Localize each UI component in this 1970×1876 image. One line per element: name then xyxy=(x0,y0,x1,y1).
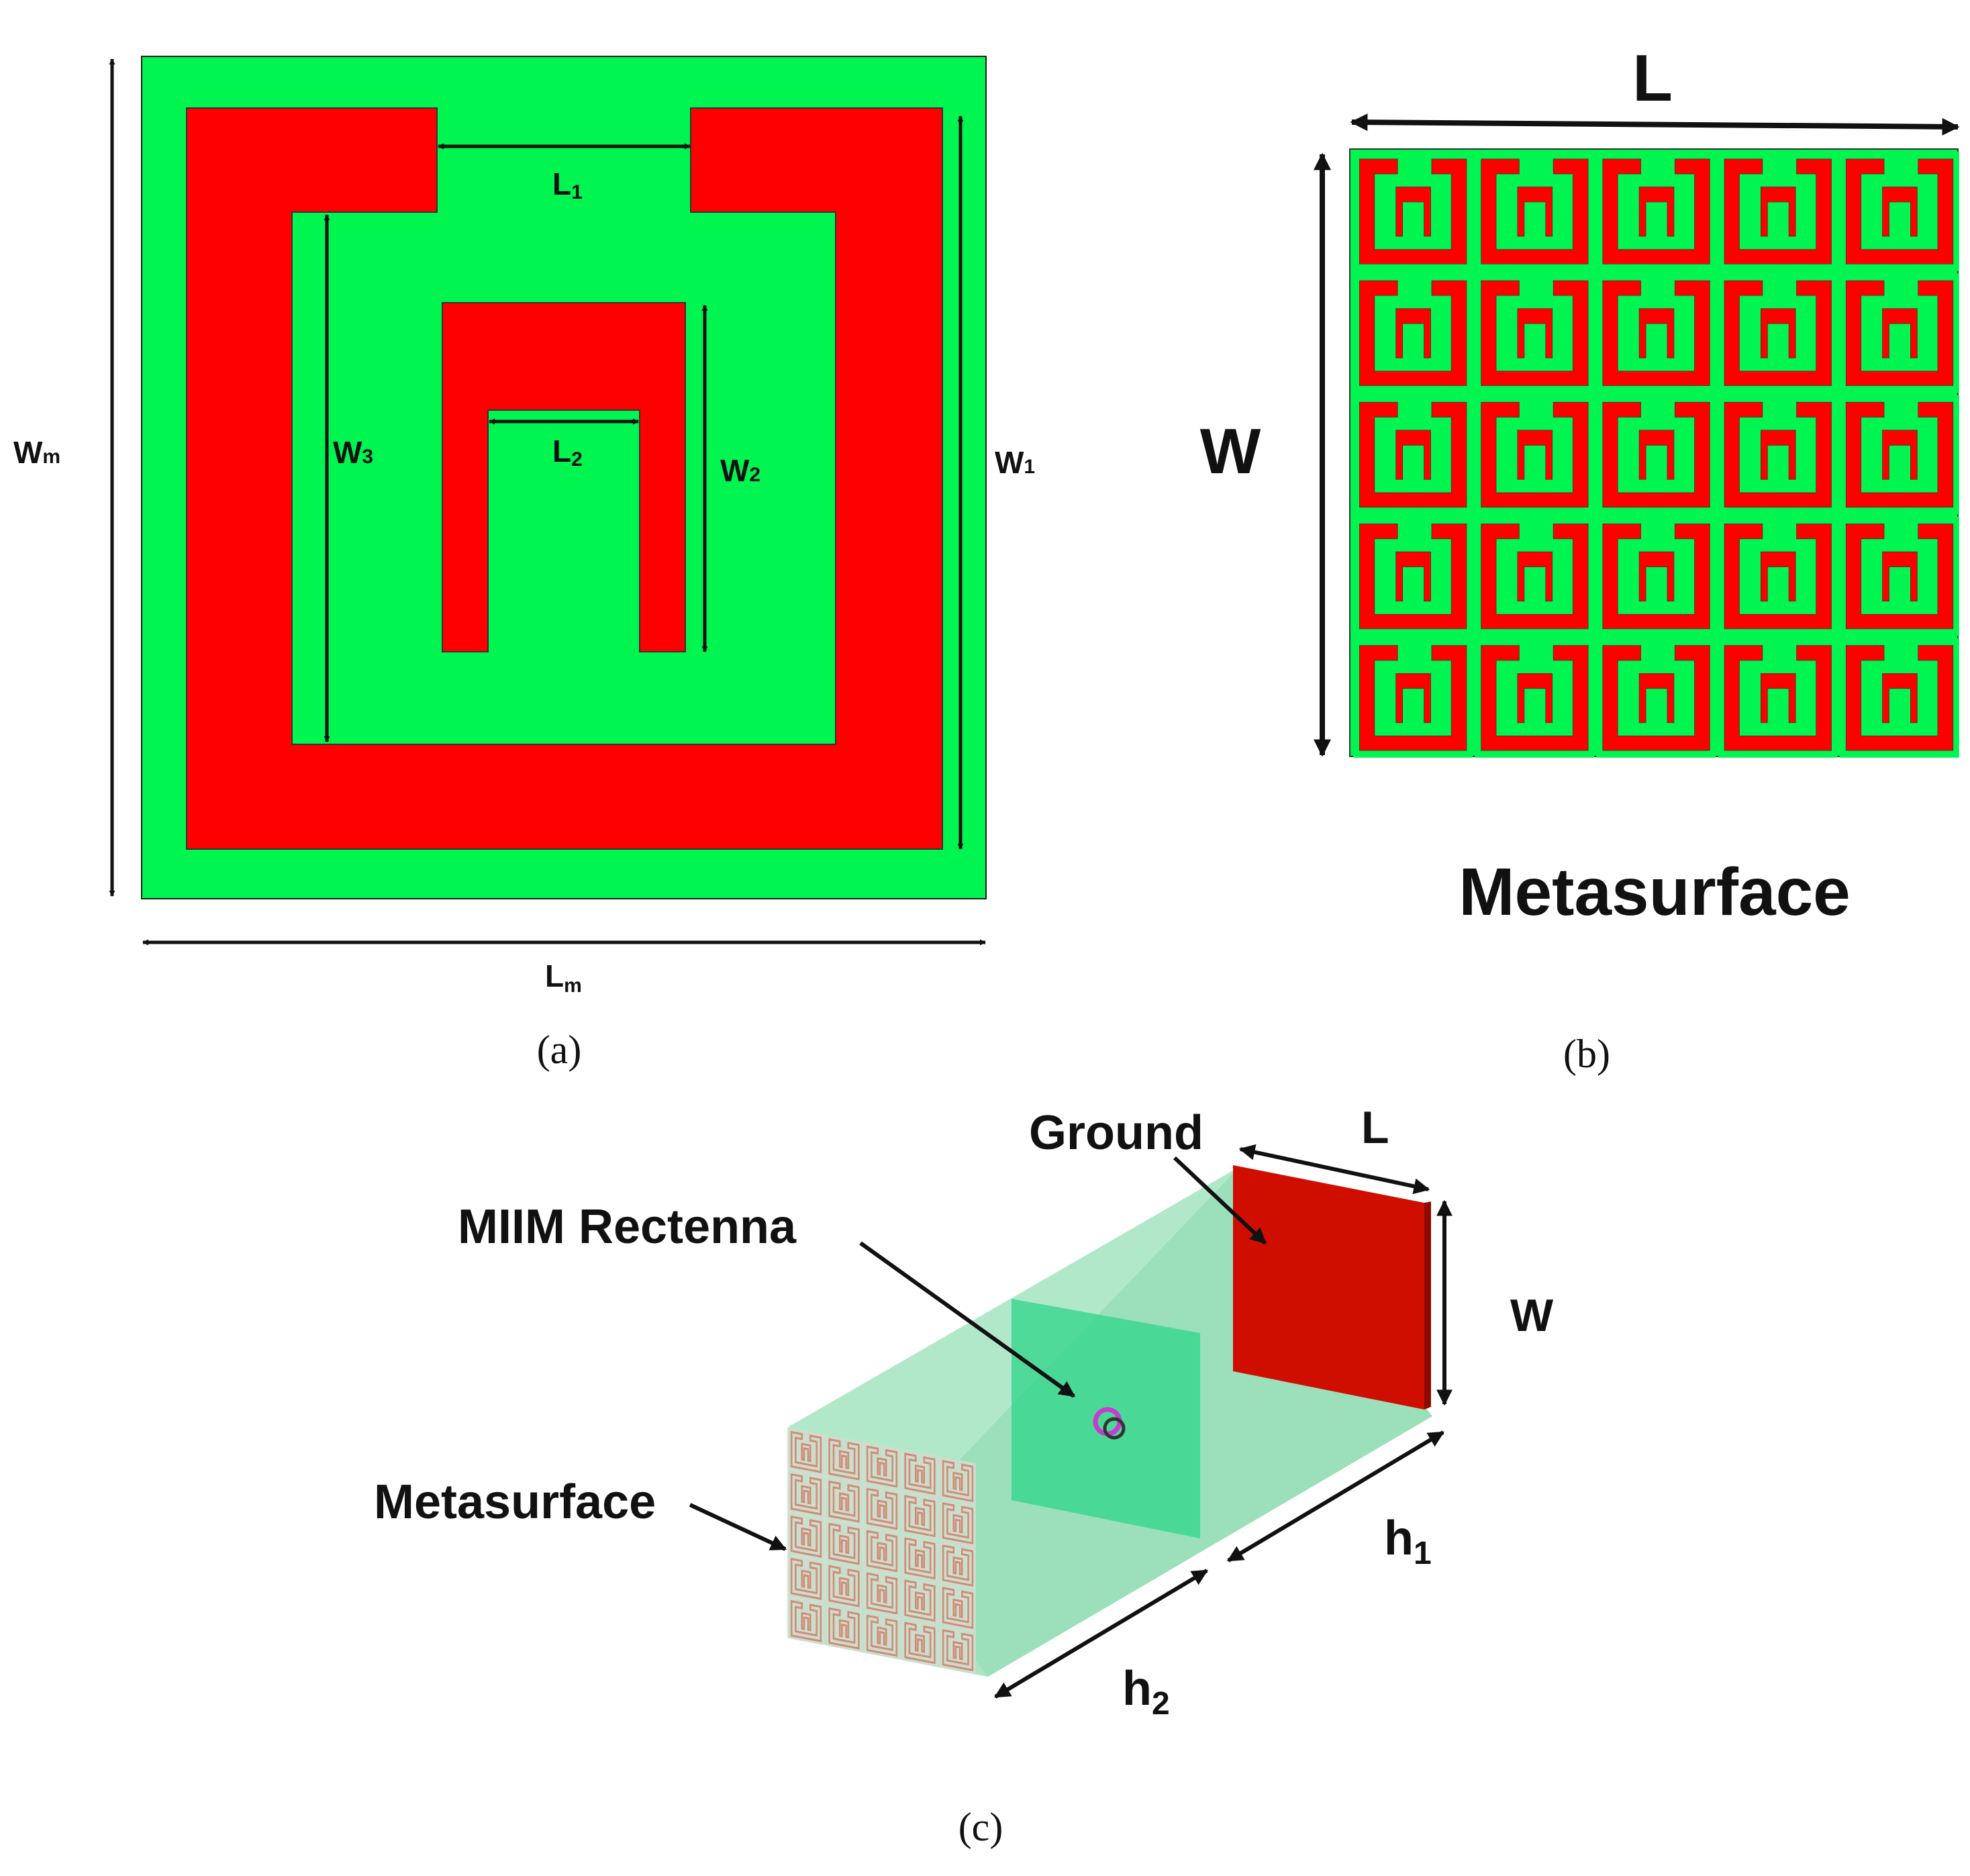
label-metasurface: Metasurface xyxy=(374,1475,656,1529)
metasurface-face-cell xyxy=(939,1583,977,1633)
metasurface-face-cell xyxy=(901,1533,939,1583)
metasurface-face-cell xyxy=(939,1498,977,1548)
metasurface-face-cell xyxy=(939,1540,977,1591)
caption-c: (c) xyxy=(958,1805,1003,1849)
panel-c: Ground MIIM Rectenna Metasurface L W h1 … xyxy=(374,1102,1554,1849)
unit-cell xyxy=(1718,516,1838,636)
pointer-metasurface xyxy=(689,1503,787,1551)
dim-arrow-h1 xyxy=(1226,1430,1445,1563)
rectenna-plane xyxy=(1012,1299,1200,1538)
dim-arrow-h2 xyxy=(993,1569,1209,1699)
label-wm: Wm xyxy=(13,435,60,470)
caption-b: (b) xyxy=(1563,1032,1610,1076)
unit-cell xyxy=(1474,395,1595,515)
metasurface-face-cell xyxy=(863,1611,901,1661)
pointer-rectenna xyxy=(859,1241,1075,1398)
outer-split-ring xyxy=(186,107,943,850)
label-h2: h2 xyxy=(1122,1662,1170,1722)
unit-cell xyxy=(1352,516,1473,636)
label-ground-w: W xyxy=(1510,1290,1554,1341)
dim-arrow-ground-l xyxy=(1238,1144,1430,1195)
unit-cell xyxy=(1352,151,1473,272)
unit-cell xyxy=(1718,151,1838,272)
label-miim-rectenna: MIIM Rectenna xyxy=(458,1200,797,1254)
pointer-ground xyxy=(1173,1156,1267,1245)
label-array-l: L xyxy=(1632,41,1673,115)
unit-cell xyxy=(1352,273,1473,393)
unit-cell xyxy=(1718,638,1838,758)
unit-cell xyxy=(1596,273,1716,393)
metasurface-face-cell xyxy=(787,1596,825,1646)
inner-u-ring xyxy=(442,302,686,652)
metasurface-face-cell xyxy=(863,1442,901,1491)
metasurface-cell-grid xyxy=(1352,151,1960,758)
label-lm: Lm xyxy=(545,958,582,997)
unit-cell xyxy=(1718,273,1838,393)
panel-b: L W Metasurface (b) xyxy=(1200,41,1960,1076)
dim-arrow-array-l xyxy=(1350,113,1960,136)
unit-cell xyxy=(1596,395,1716,515)
label-w1: W1 xyxy=(995,445,1035,480)
unit-cell xyxy=(1352,395,1473,515)
metasurface-face-cell xyxy=(825,1603,863,1654)
unit-cell xyxy=(1839,516,1960,636)
unit-cell xyxy=(1839,151,1960,272)
metasurface-face-cell xyxy=(863,1526,901,1576)
label-w3: W3 xyxy=(333,435,373,470)
metasurface-face-cell xyxy=(825,1519,863,1569)
unit-cell xyxy=(1596,638,1716,758)
metasurface-face-cell xyxy=(825,1561,863,1612)
metasurface-face-cell xyxy=(787,1554,825,1604)
unit-cell xyxy=(1352,638,1473,758)
label-ground-l: L xyxy=(1361,1102,1389,1153)
ground-plane-edge xyxy=(1424,1201,1431,1410)
metasurface-face-cell xyxy=(825,1434,863,1485)
metasurface-face-cell xyxy=(787,1512,825,1562)
label-l1: L1 xyxy=(552,166,583,203)
unit-cell xyxy=(1474,151,1595,272)
metasurface-face-cell xyxy=(787,1427,825,1477)
metasurface-face-cell xyxy=(939,1456,977,1506)
metasurface-face-cell xyxy=(901,1575,939,1626)
metasurface-title: Metasurface xyxy=(1459,854,1851,930)
metasurface-face-cell xyxy=(863,1484,901,1534)
ground-plane xyxy=(1233,1165,1424,1410)
unit-cell xyxy=(1474,638,1595,758)
panel-a: Wm Lm W1 W2 W3 L1 L2 (a) xyxy=(13,56,1035,1072)
label-w2: W2 xyxy=(720,453,760,488)
label-array-w: W xyxy=(1200,415,1261,487)
unit-cell xyxy=(1839,395,1960,515)
unit-cell xyxy=(1839,273,1960,393)
unit-cell xyxy=(1718,395,1838,515)
metasurface-face-cell xyxy=(901,1448,939,1499)
metasurface-face xyxy=(787,1427,977,1675)
rectenna-element xyxy=(1093,1407,1126,1440)
unit-cell xyxy=(1839,638,1960,758)
unit-cell xyxy=(1474,516,1595,636)
metasurface-face-cell xyxy=(863,1569,901,1618)
metasurface-face-cell xyxy=(787,1469,825,1520)
label-ground: Ground xyxy=(1029,1106,1203,1160)
metasurface-face-cell xyxy=(825,1477,863,1527)
metasurface-face-cell xyxy=(901,1618,939,1668)
label-l2: L2 xyxy=(552,434,583,471)
label-h1: h1 xyxy=(1384,1512,1432,1571)
unit-cell xyxy=(1596,151,1716,272)
metasurface-face-cell xyxy=(939,1625,977,1675)
caption-a: (a) xyxy=(537,1028,582,1072)
metasurface-face-cell xyxy=(901,1491,939,1541)
unit-cell xyxy=(1474,273,1595,393)
unit-cell xyxy=(1596,516,1716,636)
